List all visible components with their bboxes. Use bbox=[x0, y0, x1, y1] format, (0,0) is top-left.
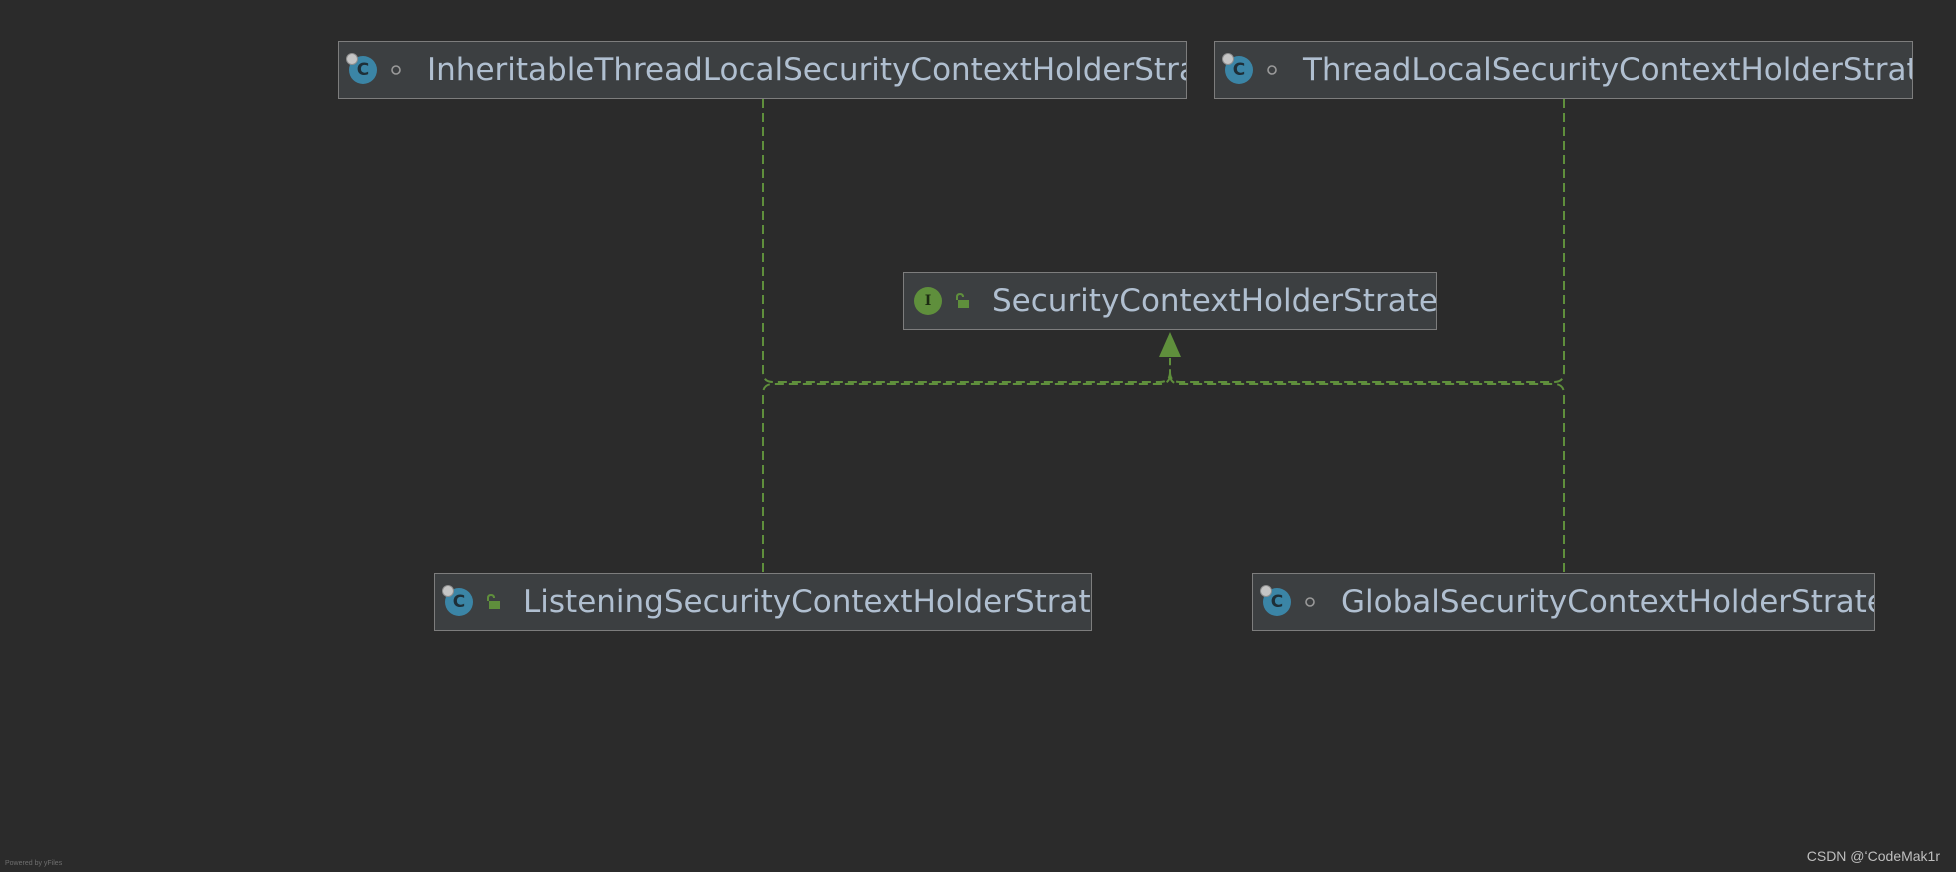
class-icon: C bbox=[1260, 585, 1291, 616]
pin-icon bbox=[1260, 585, 1272, 597]
class-node-listening[interactable]: C ListeningSecurityContextHolderStrategy bbox=[434, 573, 1092, 631]
pin-icon bbox=[1222, 53, 1234, 65]
class-node-inheritable[interactable]: C InheritableThreadLocalSecurityContextH… bbox=[338, 41, 1187, 99]
class-node-threadlocal[interactable]: C ThreadLocalSecurityContextHolderStrate… bbox=[1214, 41, 1913, 99]
class-icon: C bbox=[442, 585, 473, 616]
pin-icon bbox=[346, 53, 358, 65]
node-label: InheritableThreadLocalSecurityContextHol… bbox=[427, 52, 1187, 88]
class-icon: C bbox=[346, 53, 377, 84]
implements-arrowhead bbox=[1159, 332, 1181, 357]
watermark: CSDN @ʻCodeMak1r bbox=[1806, 848, 1940, 864]
edge-global-to-strategy bbox=[1169, 373, 1565, 572]
edge-threadlocal-to-strategy bbox=[1169, 99, 1565, 383]
pin-icon bbox=[442, 585, 454, 597]
edge-inheritable-to-strategy bbox=[762, 99, 1171, 383]
interface-node-strategy[interactable]: I SecurityContextHolderStrategy bbox=[903, 272, 1437, 330]
package-private-icon bbox=[383, 57, 409, 83]
class-node-global[interactable]: C GlobalSecurityContextHolderStrategy bbox=[1252, 573, 1875, 631]
package-private-icon bbox=[1259, 57, 1285, 83]
public-lock-icon bbox=[948, 288, 974, 314]
node-label: GlobalSecurityContextHolderStrategy bbox=[1341, 584, 1875, 620]
public-lock-icon bbox=[479, 589, 505, 615]
node-label: ListeningSecurityContextHolderStrategy bbox=[523, 584, 1092, 620]
package-private-icon bbox=[1297, 589, 1323, 615]
class-icon: C bbox=[1222, 53, 1253, 84]
interface-icon: I bbox=[914, 287, 942, 315]
powered-by-label: Powered by yFiles bbox=[5, 860, 63, 867]
node-label: SecurityContextHolderStrategy bbox=[992, 283, 1437, 319]
node-label: ThreadLocalSecurityContextHolderStrategy bbox=[1303, 52, 1913, 88]
edge-listening-to-strategy bbox=[762, 373, 1171, 572]
